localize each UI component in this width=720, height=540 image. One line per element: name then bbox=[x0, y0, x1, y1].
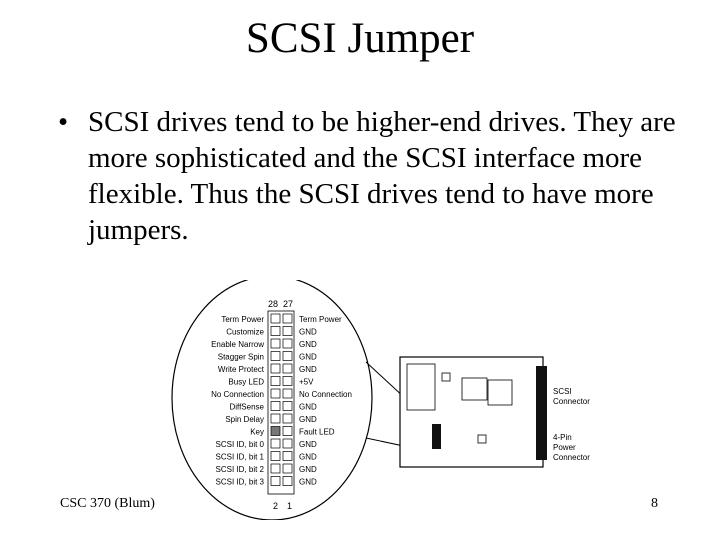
board-chip bbox=[487, 379, 513, 406]
jumper-header bbox=[267, 310, 295, 495]
jumper-pin bbox=[270, 388, 281, 399]
slide-title: SCSI Jumper bbox=[245, 15, 475, 62]
jumper-pin bbox=[270, 376, 281, 386]
jumper-pin bbox=[270, 413, 281, 424]
footer-course: CSC 370 (Blum) bbox=[60, 496, 155, 511]
board-chip bbox=[441, 372, 451, 382]
jumper-right-label: GND bbox=[299, 440, 317, 449]
pin-number: 2 bbox=[273, 501, 278, 511]
jumper-right-label: GND bbox=[299, 465, 317, 474]
jumper-pin bbox=[282, 438, 293, 449]
power-connector-label: Power bbox=[553, 443, 576, 452]
jumper-pin bbox=[270, 313, 281, 324]
power-connector-label: Connector bbox=[553, 453, 590, 462]
board-chip bbox=[477, 434, 487, 444]
jumper-pin bbox=[270, 426, 281, 436]
jumper-pin bbox=[270, 351, 281, 361]
jumper-left-label: Enable Narrow bbox=[211, 340, 264, 349]
jumper-left-label: Customize bbox=[226, 328, 264, 337]
bullet-item: • SCSI drives tend to be higher-end driv… bbox=[58, 104, 678, 248]
pin-number: 28 bbox=[268, 299, 278, 309]
jumper-right-label: GND bbox=[299, 478, 317, 487]
jumper-left-label: DiffSense bbox=[229, 403, 264, 412]
jumper-pin bbox=[282, 351, 293, 361]
jumper-pin bbox=[282, 413, 293, 424]
jumper-right-label: Fault LED bbox=[299, 428, 335, 437]
jumper-pin bbox=[270, 338, 281, 349]
jumper-right-label: GND bbox=[299, 453, 317, 462]
jumper-pin bbox=[282, 363, 293, 374]
jumper-left-label: SCSI ID, bit 1 bbox=[216, 453, 265, 462]
jumper-left-label: SCSI ID, bit 0 bbox=[216, 440, 265, 449]
jumper-pin bbox=[270, 438, 281, 449]
jumper-right-label: GND bbox=[299, 365, 317, 374]
jumper-right-label: GND bbox=[299, 353, 317, 362]
scsi-connector-label: SCSI bbox=[553, 387, 572, 396]
jumper-pin bbox=[282, 313, 293, 324]
jumper-left-label: Write Protect bbox=[218, 365, 265, 374]
pin-number: 27 bbox=[283, 299, 293, 309]
jumper-left-label: Key bbox=[250, 428, 264, 437]
bullet-marker: • bbox=[58, 106, 69, 138]
jumper-left-label: SCSI ID, bit 3 bbox=[216, 478, 265, 487]
scsi-jumper-diagram: SCSI Connector 4-Pin Power Connector 28 … bbox=[171, 280, 590, 520]
jumper-pin bbox=[282, 388, 293, 399]
power-connector-label: 4-Pin bbox=[553, 433, 572, 442]
pin-number: 1 bbox=[287, 501, 292, 511]
jumper-left-label: Stagger Spin bbox=[218, 353, 264, 362]
jumper-pin bbox=[282, 326, 293, 336]
board-chip bbox=[461, 377, 488, 401]
jumper-pin bbox=[270, 326, 281, 336]
jumper-pin bbox=[270, 363, 281, 374]
jumper-left-label: SCSI ID, bit 2 bbox=[216, 465, 265, 474]
jumper-right-label: Term Power bbox=[299, 315, 342, 324]
scsi-connector bbox=[536, 366, 547, 460]
jumper-right-label: GND bbox=[299, 340, 317, 349]
page-number: 8 bbox=[651, 496, 658, 511]
jumper-pin bbox=[270, 451, 281, 461]
jumper-pin bbox=[282, 463, 293, 474]
jumper-left-label: Term Power bbox=[221, 315, 264, 324]
jumper-right-label: GND bbox=[299, 415, 317, 424]
jumper-right-label: GND bbox=[299, 403, 317, 412]
board-chip bbox=[406, 363, 436, 411]
jumper-pin bbox=[282, 451, 293, 461]
jumper-right-label: No Connection bbox=[299, 390, 352, 399]
jumper-left-label: Spin Delay bbox=[225, 415, 264, 424]
jumper-left-label: No Connection bbox=[211, 390, 264, 399]
jumper-pin bbox=[270, 463, 281, 474]
jumper-block bbox=[432, 424, 441, 449]
bullet-text: SCSI drives tend to be higher-end drives… bbox=[88, 106, 676, 246]
scsi-connector-label: Connector bbox=[553, 397, 590, 406]
jumper-pin bbox=[270, 401, 281, 411]
jumper-pin bbox=[282, 426, 293, 436]
jumper-right-label: GND bbox=[299, 328, 317, 337]
jumper-right-label: +5V bbox=[299, 378, 314, 387]
jumper-left-label: Busy LED bbox=[228, 378, 264, 387]
zoom-circle bbox=[171, 280, 373, 520]
jumper-pin bbox=[282, 338, 293, 349]
jumper-pin bbox=[282, 476, 293, 486]
jumper-pin bbox=[282, 376, 293, 386]
jumper-pin bbox=[270, 476, 281, 486]
jumper-pin bbox=[282, 401, 293, 411]
